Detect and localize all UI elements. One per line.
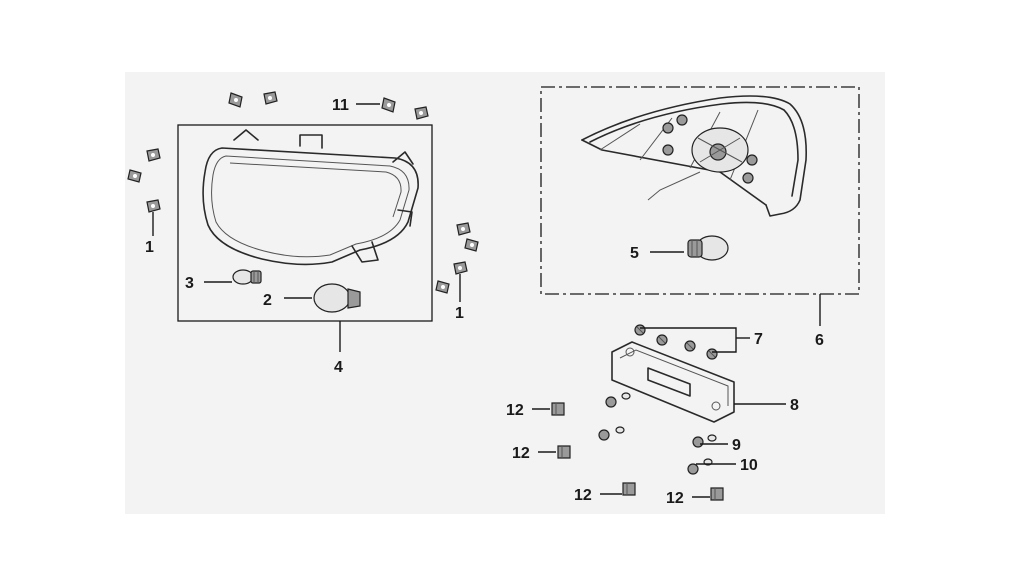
callout-12-b: 12 (512, 445, 530, 462)
callout-9: 9 (732, 437, 741, 454)
callout-12-a: 12 (506, 402, 524, 419)
callout-1-right: 1 (455, 305, 464, 322)
push-clip-group (551, 402, 724, 501)
taillight-screw-row (662, 114, 758, 184)
diagram-background (125, 72, 885, 514)
callout-4: 4 (334, 359, 343, 376)
callout-8: 8 (790, 397, 799, 414)
taillight-bulb (687, 235, 729, 261)
taillight-assembly-frame (540, 86, 860, 295)
callout-10: 10 (740, 457, 758, 474)
callout-2: 2 (263, 292, 272, 309)
bracket-plate (611, 341, 735, 423)
clip-group-top-right (381, 97, 429, 120)
clip-group-left (127, 91, 278, 213)
bulb-small (232, 269, 262, 285)
callout-5: 5 (630, 245, 639, 262)
bulb-large (313, 283, 361, 313)
callout-12-d: 12 (666, 490, 684, 507)
clip-group-right (435, 222, 479, 294)
headlight-lens (202, 129, 419, 266)
headlight-assembly-frame (177, 124, 433, 322)
taillight-housing (581, 95, 807, 217)
callout-11: 11 (332, 97, 349, 114)
callout-7: 7 (754, 331, 763, 348)
leader-lines (152, 103, 821, 498)
callout-6: 6 (815, 332, 824, 349)
callout-12-c: 12 (574, 487, 592, 504)
callout-1-left: 1 (145, 239, 154, 256)
callout-3: 3 (185, 275, 194, 292)
